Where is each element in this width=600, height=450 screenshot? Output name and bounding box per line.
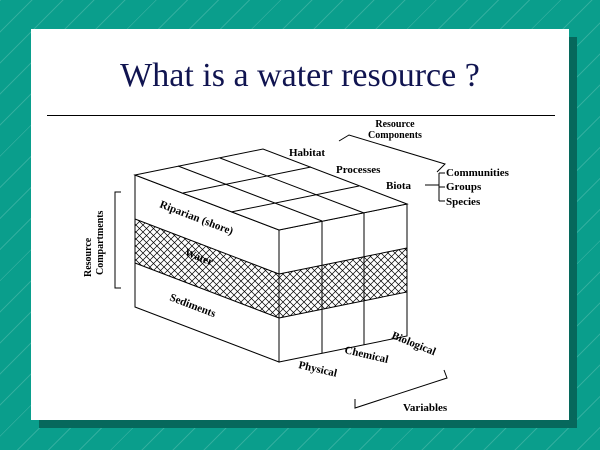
cube-top-face xyxy=(133,148,409,231)
variables-label: Variables xyxy=(403,402,448,414)
top-axis-habitat: Habitat xyxy=(289,147,325,159)
cube-right-face xyxy=(278,203,408,363)
resource-compartments-bracket xyxy=(114,191,121,289)
top-axis-processes: Processes xyxy=(336,164,381,176)
biota-communities: Communities xyxy=(446,167,510,179)
water-resource-cube-diagram: Riparian (shore) Water Sediments Habitat… xyxy=(83,119,510,414)
variable-physical: Physical xyxy=(297,359,338,379)
slide: What is a water resource ? xyxy=(31,29,569,420)
slide-title: What is a water resource ? xyxy=(120,57,480,94)
title-divider xyxy=(47,115,555,116)
biota-groups: Groups xyxy=(446,181,482,193)
variable-biological: Biological xyxy=(390,330,438,359)
biota-bracket xyxy=(425,172,445,202)
variable-chemical: Chemical xyxy=(343,344,389,366)
resource-components-label-line2: Components xyxy=(368,130,422,141)
variables-bracket xyxy=(354,369,448,409)
top-axis-biota: Biota xyxy=(386,180,412,192)
cube-front-face xyxy=(134,174,280,363)
biota-species: Species xyxy=(446,196,481,208)
resource-compartments-label-line1: Resource xyxy=(83,237,94,277)
resource-components-bracket xyxy=(338,134,446,173)
resource-components-label-line1: Resource xyxy=(375,119,415,130)
resource-compartments-label-line2: Compartments xyxy=(95,210,106,275)
